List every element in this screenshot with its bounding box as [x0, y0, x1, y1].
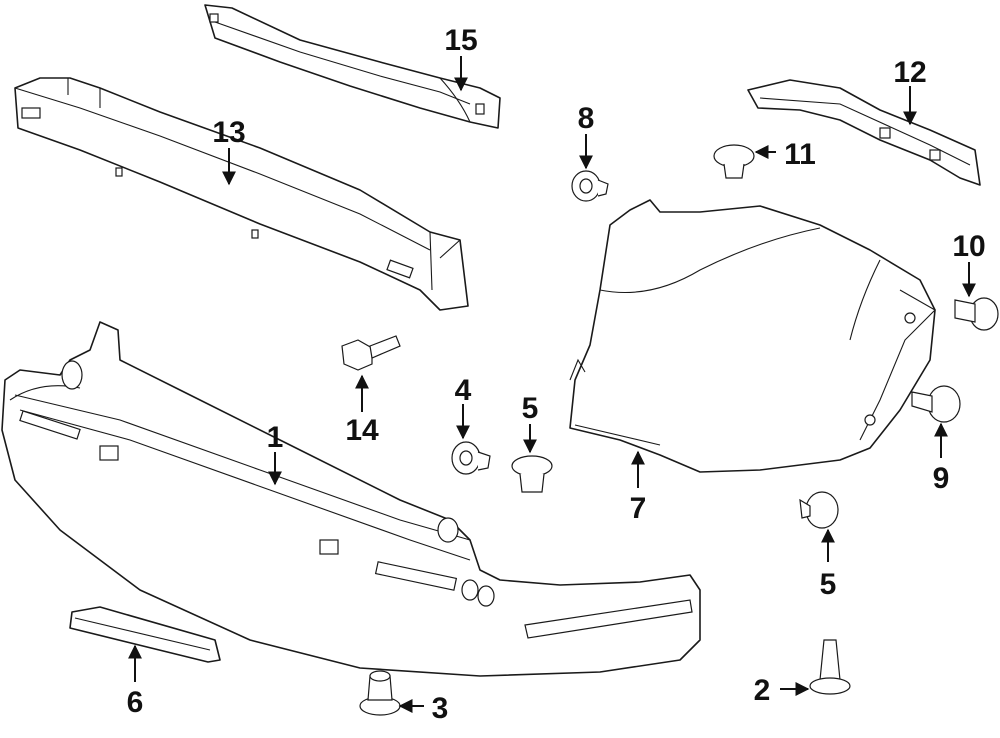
part-5-clip-lower [799, 491, 839, 529]
part-3-retainer [359, 670, 401, 716]
part-4-nut [451, 441, 491, 475]
callout-10: 10 [952, 230, 985, 263]
callout-1: 1 [267, 421, 284, 454]
leader-lines [128, 56, 976, 713]
part-7-side-panel [569, 199, 936, 473]
callout-13: 13 [212, 116, 245, 149]
part-15-reinforcement-bracket [204, 4, 501, 129]
part-10-clip [954, 297, 999, 331]
callout-6: 6 [127, 686, 144, 719]
part-13-bumper-beam [14, 77, 469, 311]
part-14-bolt [341, 335, 401, 371]
part-1-bumper-cover [1, 321, 701, 677]
callout-15: 15 [444, 24, 477, 57]
callout-12: 12 [893, 56, 926, 89]
part-8-nut [571, 170, 609, 202]
callout-14: 14 [345, 414, 379, 447]
part-6-reflector-strip [69, 606, 221, 663]
callout-5-upper: 5 [522, 392, 539, 425]
part-9-clip [911, 385, 961, 423]
callout-11: 11 [784, 138, 816, 171]
part-5-clip-upper [511, 455, 553, 493]
part-2-screw [809, 639, 851, 695]
callout-labels: 1 2 3 4 5 5 6 7 8 9 10 11 12 13 14 15 [127, 24, 986, 725]
callout-7: 7 [630, 492, 647, 525]
part-11-grommet [713, 144, 755, 179]
callout-9: 9 [933, 462, 950, 495]
callout-5-lower: 5 [820, 568, 837, 601]
part-12-side-bracket [747, 79, 981, 186]
callout-4: 4 [455, 374, 472, 407]
callout-3: 3 [432, 692, 449, 725]
callout-2: 2 [754, 674, 771, 707]
callout-8: 8 [578, 102, 595, 135]
